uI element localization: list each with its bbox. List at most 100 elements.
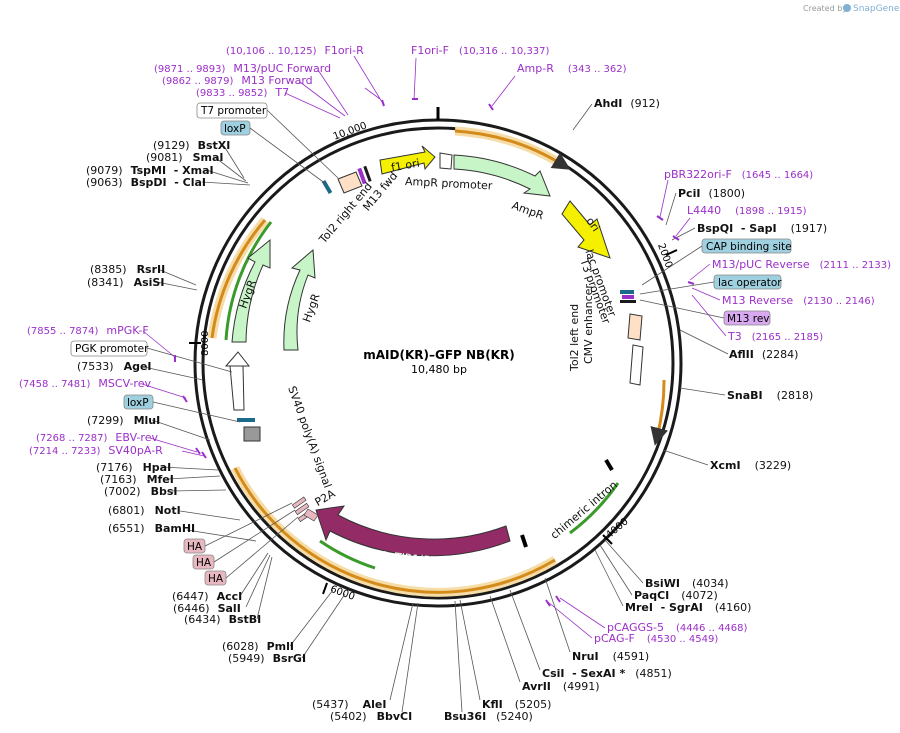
svg-text:(8341)AsiSI: (8341)AsiSI	[87, 276, 164, 289]
site-bstbi[interactable]: (6434)BstBI	[184, 556, 273, 626]
svg-text:M13 Reverse(2130 .. 2146): M13 Reverse(2130 .. 2146)	[722, 294, 875, 307]
svg-text:T3(2165 .. 2185): T3(2165 .. 2185)	[727, 330, 823, 343]
site-bbsi[interactable]: (7002)BbsI	[104, 485, 227, 498]
p2a-label: P2A	[313, 487, 338, 509]
sv40-feature: SV40 poly(A) signal	[224, 351, 334, 490]
site-ahdI[interactable]: AhdI(912)	[572, 97, 660, 131]
site-bspdi-clai[interactable]: (9063)BspDI - ClaI	[86, 176, 251, 189]
box-pgk-promoter[interactable]: PGK promoter	[70, 340, 233, 373]
ori-feature: ori	[561, 200, 611, 259]
ostir1-feature: OsTIR1(F74G)	[315, 505, 511, 570]
primer-sv40pa-r[interactable]: (7214 .. 7233)SV40pA-R	[29, 444, 205, 457]
primer-mscv-rev[interactable]: (7458 .. 7481)MSCV-rev	[19, 377, 187, 399]
site-bspqi-sapi[interactable]: BspQI - SapI(1917)	[671, 222, 827, 241]
site-bbvci[interactable]: (5402)BbvCI	[330, 602, 419, 723]
primer-ticks	[174, 98, 695, 607]
site-bamhi[interactable]: (6551)BamHI	[108, 522, 257, 542]
site-asisi[interactable]: (8341)AsiSI	[87, 276, 198, 291]
ampr-promoter-label: AmpR promoter	[405, 175, 493, 193]
svg-text:(5402)BbvCI: (5402)BbvCI	[330, 710, 412, 723]
site-csii-sexai[interactable]: CsiI - SexAI *(4851)	[509, 589, 672, 680]
svg-text:T7 promoter: T7 promoter	[200, 105, 267, 117]
svg-text:(7002)BbsI: (7002)BbsI	[104, 485, 177, 498]
site-mlui[interactable]: (7299)MluI	[87, 414, 211, 441]
site-aflII[interactable]: AflII(2284)	[679, 329, 798, 361]
box-lac-operator[interactable]: lac operator	[639, 274, 782, 295]
green-arcs	[224, 221, 620, 570]
primer-f1ori-f[interactable]: F1ori-F(10,316 .. 10,337)	[411, 44, 550, 101]
site-mfei[interactable]: (7163)MfeI	[100, 473, 221, 486]
primer-m13-puc-forward[interactable]: (9871 .. 9893)M13/pUC Forward	[154, 62, 349, 116]
box-ha-1[interactable]: HA	[183, 502, 293, 554]
primer-m13-reverse[interactable]: M13 Reverse(2130 .. 2146)	[691, 287, 875, 307]
primer-pcag-f[interactable]: pCAG-F(4530 .. 4549)	[547, 601, 718, 645]
site-bsrgi[interactable]: (5949)BsrGI	[228, 593, 346, 665]
svg-text:(5437)AleI: (5437)AleI	[312, 698, 386, 711]
site-pciI[interactable]: PciI(1800)	[665, 187, 745, 226]
small-features-2000	[620, 290, 644, 386]
orange-arcs	[207, 126, 668, 597]
svg-text:(9081)SmaI: (9081)SmaI	[146, 151, 223, 164]
primer-l4440[interactable]: L4440(1898 .. 1915)	[675, 204, 807, 237]
site-nrui[interactable]: NruI(4591)	[544, 577, 649, 663]
primer-f1ori-r[interactable]: (10,106 .. 10,125)F1ori-R	[226, 44, 383, 103]
primer-m13-forward[interactable]: (9862 .. 9879)M13 Forward	[162, 74, 346, 117]
box-ha-3[interactable]: HA	[204, 516, 299, 586]
site-smai[interactable]: (9081)SmaI	[146, 151, 247, 182]
site-acci[interactable]: (6447)AccI	[172, 552, 269, 603]
site-kfli[interactable]: KflI(5205)	[459, 599, 551, 711]
cmv-enhancer-label: CMV enhancer	[582, 284, 595, 364]
box-t7-promoter[interactable]: T7 promoter	[196, 102, 339, 179]
svg-text:(7855 .. 7874)mPGK-F: (7855 .. 7874)mPGK-F	[27, 324, 149, 337]
svg-text:L4440(1898 .. 1915): L4440(1898 .. 1915)	[687, 204, 807, 217]
svg-text:(10,106 .. 10,125)F1ori-R: (10,106 .. 10,125)F1ori-R	[226, 44, 364, 57]
site-mrei-sgrai[interactable]: MreI - SgrAI(4160)	[594, 549, 751, 614]
box-ha-2[interactable]: HA	[192, 509, 296, 570]
primer-amp-r[interactable]: Amp-R(343 .. 362)	[491, 62, 627, 107]
terminator-marks	[520, 458, 614, 548]
site-hpai[interactable]: (7176)HpaI	[96, 461, 219, 474]
svg-text:(6447)AccI: (6447)AccI	[172, 590, 242, 603]
site-snabi[interactable]: SnaBI(2818)	[679, 387, 813, 402]
plasmid-length: 10,480 bp	[411, 363, 467, 376]
site-alei[interactable]: (5437)AleI	[312, 602, 414, 711]
primer-pcaggs-5[interactable]: pCAGGS-5(4446 .. 4468)	[559, 597, 748, 634]
svg-text:(9129)BstXI: (9129)BstXI	[153, 139, 230, 152]
svg-text:loxP: loxP	[224, 123, 246, 135]
svg-text:AflII(2284): AflII(2284)	[729, 348, 798, 361]
site-agei[interactable]: (7533)AgeI	[77, 360, 204, 381]
primer-t7[interactable]: (9833 .. 9852)T7	[196, 86, 341, 119]
box-cap-binding-site[interactable]: CAP binding site	[641, 238, 792, 286]
svg-text:BsiWI(4034): BsiWI(4034)	[645, 577, 729, 590]
svg-text:Bsu36I(5240): Bsu36I(5240)	[444, 710, 533, 723]
primer-m13-puc-reverse[interactable]: M13/pUC Reverse(2111 .. 2133)	[689, 258, 891, 281]
box-m13-rev[interactable]: M13 rev	[639, 299, 771, 326]
box-loxp-left[interactable]: loxP	[123, 394, 241, 423]
site-avrii[interactable]: AvrII(4991)	[489, 595, 599, 693]
svg-text:(7458 .. 7481)MSCV-rev: (7458 .. 7481)MSCV-rev	[19, 377, 151, 390]
hygr-feature: HygR HygR	[231, 238, 323, 351]
ruler-label-4000: 4000	[604, 516, 631, 541]
site-bstxi[interactable]: (9129)BstXI	[153, 139, 245, 179]
site-xcmi[interactable]: XcmI(3229)	[662, 449, 791, 472]
site-tspmi-xmai[interactable]: (9079)TspMI - XmaI	[86, 164, 249, 184]
svg-text:(9871 .. 9893)M13/pUC Forward: (9871 .. 9893)M13/pUC Forward	[154, 62, 331, 75]
site-sali[interactable]: (6446)SalI	[173, 554, 271, 615]
site-paqci[interactable]: PaqCI(4072)	[599, 544, 718, 602]
site-bsu36i[interactable]: Bsu36I(5240)	[444, 600, 533, 723]
primer-mpgk-f[interactable]: (7855 .. 7874)mPGK-F	[27, 324, 177, 359]
primer-pbr322ori-f[interactable]: pBR322ori-F(1645 .. 1664)	[659, 168, 813, 218]
snapgene-logo-icon	[843, 4, 851, 12]
ruler-label-6000: 6000	[329, 584, 357, 603]
svg-text:SnaBI(2818): SnaBI(2818)	[727, 389, 813, 402]
primer-ebv-rev[interactable]: (7268 .. 7287)EBV-rev	[36, 431, 198, 453]
site-noti[interactable]: (6801)NotI	[108, 504, 241, 521]
box-loxp-top[interactable]: loxP	[220, 120, 327, 185]
tol2-left-end-label: Tol2 left end	[568, 304, 581, 372]
hygr-inner-label: HygR	[300, 292, 322, 324]
site-bsiwi[interactable]: BsiWI(4034)	[604, 539, 729, 590]
site-rsrii[interactable]: (8385)RsrII	[90, 263, 197, 286]
site-pmli[interactable]: (6028)PmlI	[222, 589, 334, 653]
primer-t3[interactable]: T3(2165 .. 2185)	[691, 294, 823, 343]
svg-text:(9079)TspMI - XmaI: (9079)TspMI - XmaI	[86, 164, 214, 177]
